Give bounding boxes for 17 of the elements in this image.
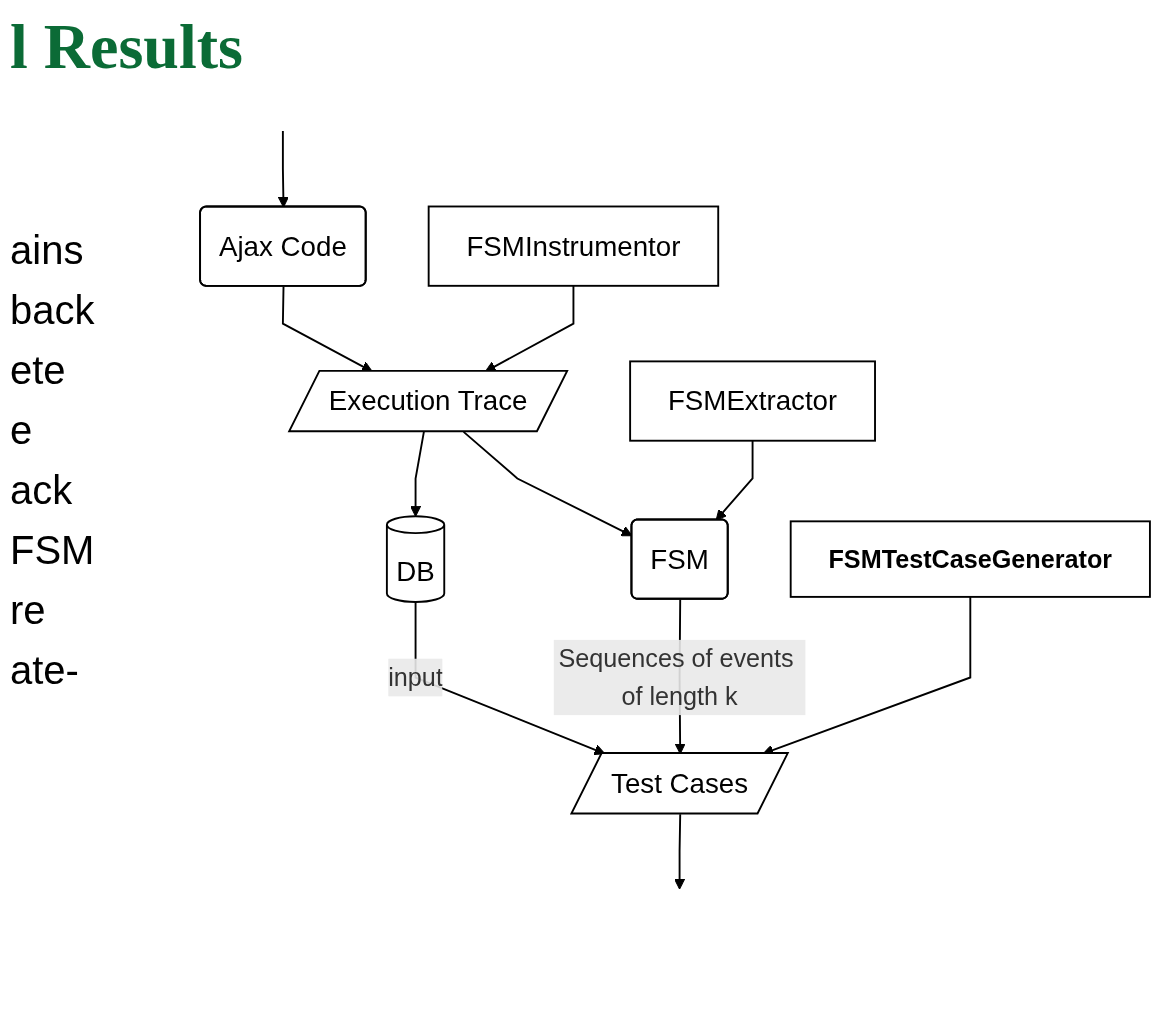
bullet-text-fragment: ack: [10, 467, 74, 514]
bullet-text-fragment: ains: [10, 227, 85, 274]
node-box: FSMTestCaseGenerator: [789, 520, 1151, 598]
arrow: [674, 813, 686, 890]
arrow: [277, 130, 289, 208]
bullet-text-fragment: e: [10, 407, 34, 454]
bullet-text-fragment: FSM: [10, 527, 96, 574]
bullet-text-fragment: back: [10, 287, 96, 334]
arrow: [715, 439, 754, 521]
slide-title: l Results: [10, 10, 243, 84]
node-box: FSMExtractor: [629, 360, 876, 442]
bullet-text-fragment: ete: [10, 347, 67, 394]
bullet-text-fragment: ate-: [10, 647, 80, 694]
bullet-text-fragment: re: [10, 587, 47, 634]
node-box: FSMInstrumentor: [427, 205, 720, 287]
edge-label: Sequences of events of length k: [558, 644, 794, 711]
edge-label: input: [388, 663, 443, 692]
